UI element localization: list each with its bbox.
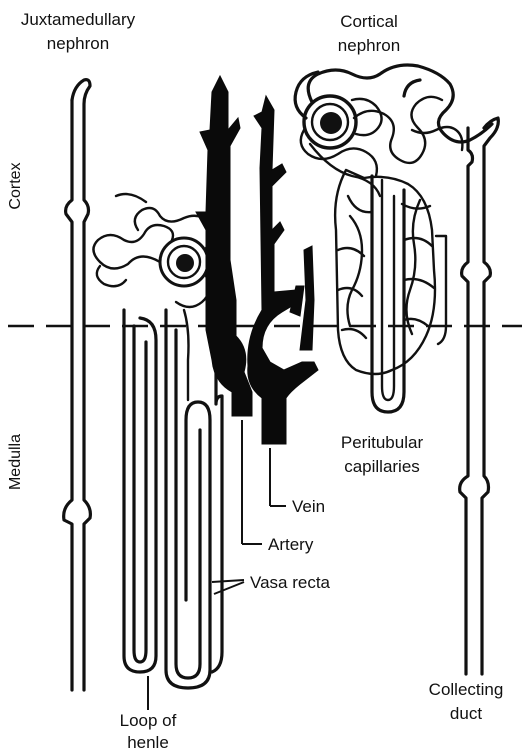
artery-label: Artery — [268, 535, 314, 554]
juxtamedullary-label-line1: Juxtamedullary — [21, 10, 136, 29]
cortical-glomerulus — [304, 96, 356, 148]
cortex-label: Cortex — [7, 162, 24, 209]
cortical-label-line1: Cortical — [340, 12, 398, 31]
left-collecting-duct — [64, 80, 91, 690]
vein — [248, 96, 318, 444]
juxtamedullary-glomerulus — [160, 238, 208, 286]
collecting-duct-label-line1: Collecting — [429, 680, 504, 699]
collecting-duct-label-line2: duct — [450, 704, 482, 723]
artery — [196, 76, 252, 416]
vasa-recta-label: Vasa recta — [250, 573, 331, 592]
loop-of-henle — [124, 310, 156, 672]
medulla-label: Medulla — [7, 434, 24, 490]
loop-of-henle-label-line1: Loop of — [120, 711, 177, 730]
vein-label: Vein — [292, 497, 325, 516]
juxtamedullary-label-line2: nephron — [47, 34, 109, 53]
vasa-recta-leader — [212, 580, 244, 594]
peritubular-label-line1: Peritubular — [341, 433, 424, 452]
loop-of-henle-label-line2: henle — [127, 733, 169, 752]
peritubular-capillaries — [335, 170, 446, 374]
cortical-loop-of-henle — [372, 176, 404, 412]
cortical-label-line2: nephron — [338, 36, 400, 55]
right-collecting-duct — [460, 118, 499, 674]
peritubular-label-line2: capillaries — [344, 457, 420, 476]
